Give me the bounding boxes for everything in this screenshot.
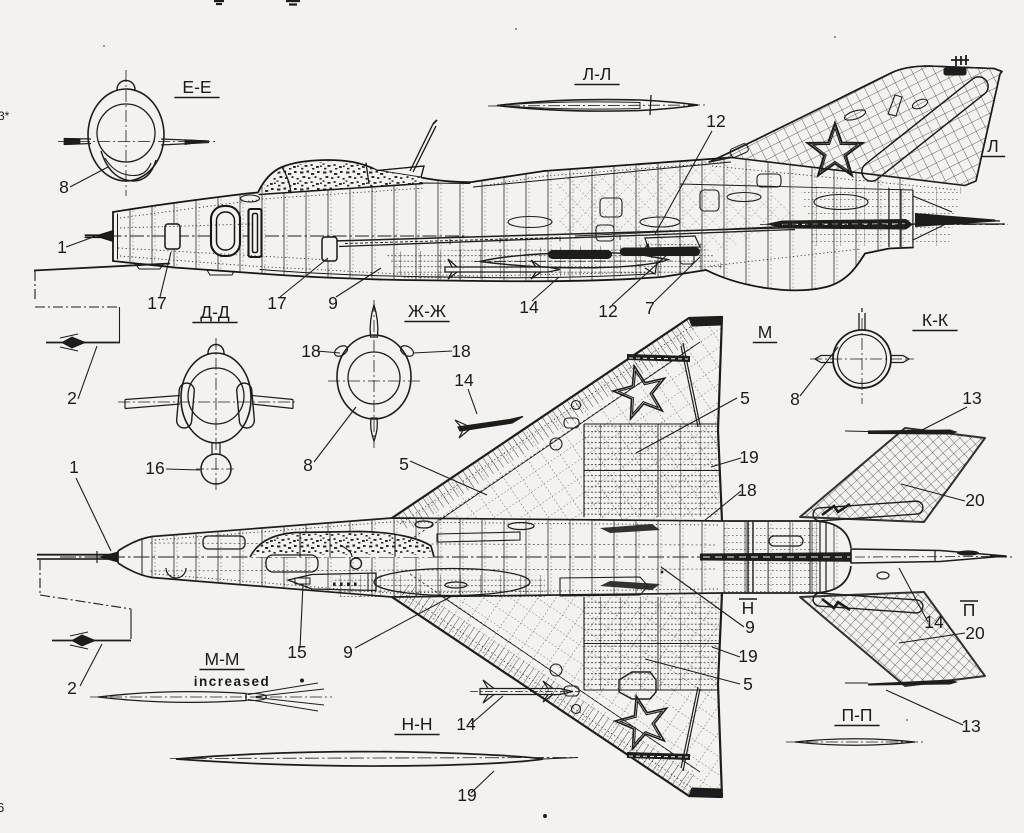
svg-text:18: 18 [737,480,756,500]
svg-text:14: 14 [519,297,539,317]
svg-text:8: 8 [303,455,313,475]
svg-text:Е-Е: Е-Е [182,77,211,97]
svg-text:9: 9 [328,293,338,313]
svg-text:Н: Н [742,598,755,618]
svg-text:8: 8 [59,177,69,197]
svg-text:17: 17 [267,293,286,313]
svg-text:Ж-Ж: Ж-Ж [408,301,446,321]
svg-text:20: 20 [965,490,985,510]
svg-text:9: 9 [343,642,353,662]
svg-text:Д-Д: Д-Д [200,302,230,322]
svg-text:2: 2 [67,678,77,698]
svg-text:15: 15 [287,642,306,662]
svg-text:9: 9 [745,617,755,637]
svg-text:Л: Л [987,136,998,156]
svg-text:1: 1 [57,237,67,257]
svg-text:Л-Л: Л-Л [583,64,612,84]
svg-text:К-К: К-К [922,310,949,330]
svg-text:12: 12 [598,301,617,321]
svg-text:П: П [963,600,976,620]
svg-text:20: 20 [965,623,985,643]
svg-text:increased: increased [194,674,271,689]
svg-text:5: 5 [399,454,409,474]
svg-text:13: 13 [962,388,981,408]
svg-text:Н-Н: Н-Н [401,714,432,734]
svg-text:16: 16 [145,458,164,478]
svg-text:6: 6 [0,800,4,815]
svg-text:8: 8 [790,389,800,409]
svg-text:2: 2 [67,388,77,408]
svg-text:5: 5 [740,388,750,408]
svg-text:14: 14 [454,370,474,390]
svg-text:5: 5 [743,674,753,694]
svg-text:М-М: М-М [205,649,240,669]
svg-text:19: 19 [739,447,758,467]
svg-text:18: 18 [451,341,470,361]
svg-text:18: 18 [301,341,320,361]
svg-text:19: 19 [457,785,476,805]
svg-text:3*: 3* [0,109,10,123]
svg-text:17: 17 [147,293,166,313]
svg-text:П-П: П-П [842,705,873,725]
svg-text:14: 14 [456,714,476,734]
svg-text:14: 14 [924,612,944,632]
svg-text:12: 12 [706,111,725,131]
svg-text:13: 13 [961,716,980,736]
svg-text:19: 19 [738,646,757,666]
svg-text:М: М [758,322,773,342]
svg-text:7: 7 [645,298,655,318]
svg-text:1: 1 [69,457,79,477]
